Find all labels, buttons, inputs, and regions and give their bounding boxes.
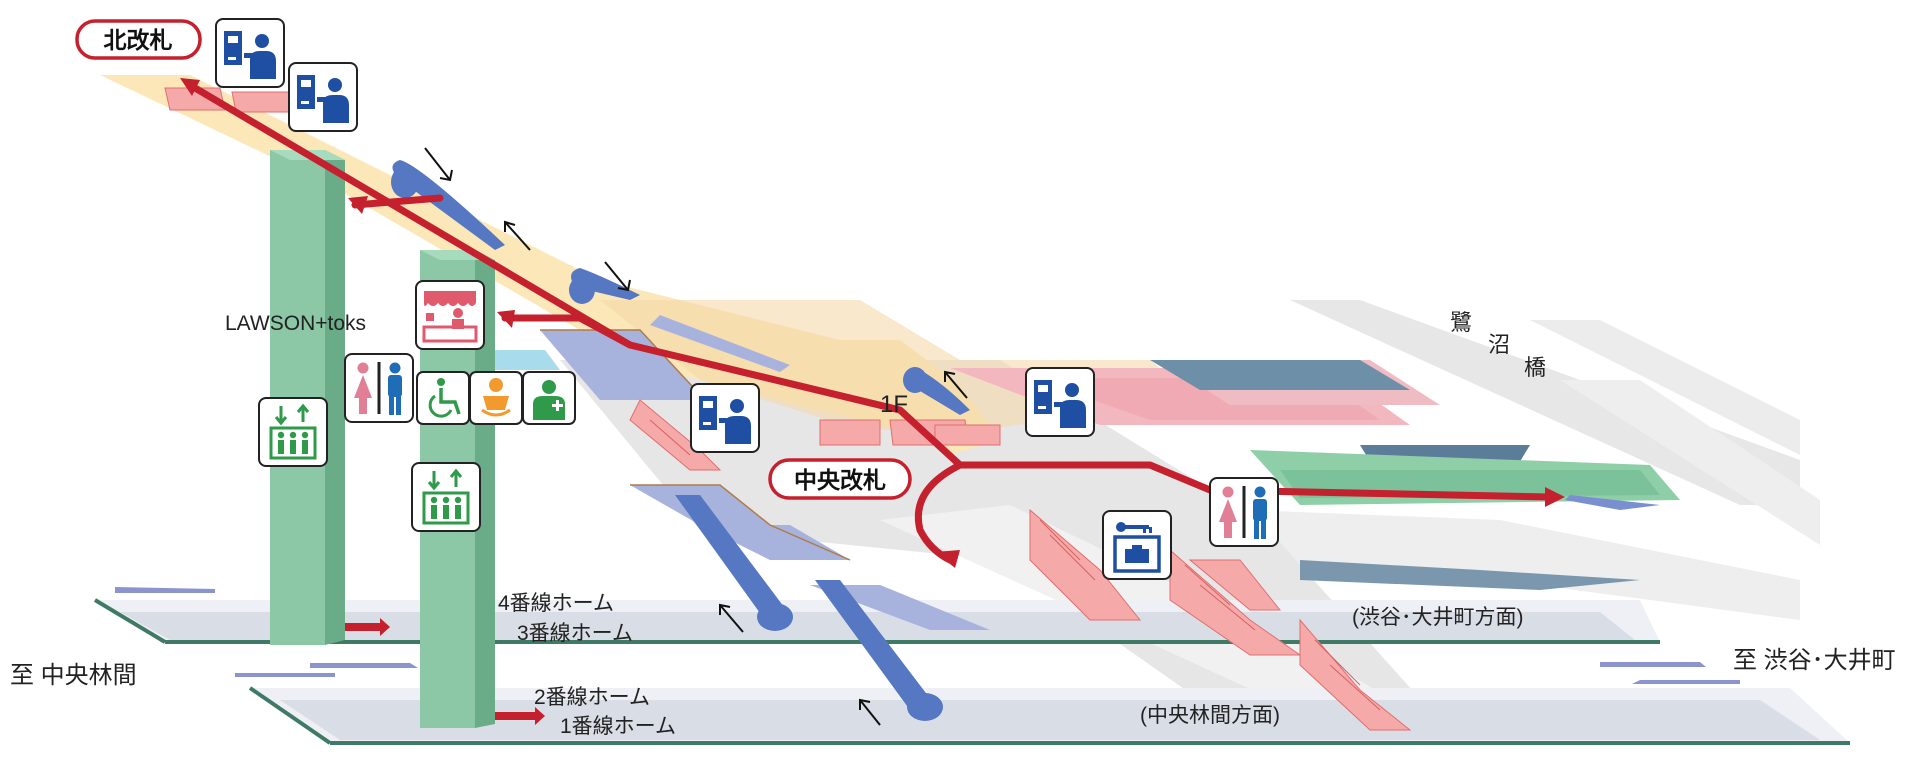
central-gate-label: 中央改札: [768, 458, 912, 500]
route-lines: [186, 81, 1554, 564]
direction-lower-label: (中央林間方面): [1140, 704, 1280, 727]
right-direction-arrow: [1565, 495, 1660, 510]
first-aid-icon: [522, 371, 576, 425]
north-gate-label: 北改札: [75, 19, 202, 60]
elevator-icon: [410, 461, 482, 533]
platform-1-label: 1番線ホーム: [560, 715, 676, 738]
svg-text:北改札: 北改札: [104, 28, 173, 54]
wheelchair-icon: [416, 371, 470, 425]
platform-4-label: 4番線ホーム: [498, 592, 614, 615]
baby-care-icon: [469, 371, 523, 425]
shop-icon: [415, 280, 485, 350]
route-arrowheads: [180, 78, 1565, 568]
restroom-icon: [1209, 477, 1279, 547]
bridge-char-2: 沼: [1488, 332, 1510, 357]
coin-locker-icon: [1102, 510, 1172, 580]
platform-3-label: 3番線ホーム: [517, 622, 633, 645]
floor-label: 1F: [880, 391, 908, 418]
platform-2-label: 2番線ホーム: [534, 686, 650, 709]
escalators: [391, 160, 970, 721]
destination-left-label: 至 中央林間: [10, 662, 137, 689]
stair-steps: [649, 419, 1381, 711]
escalator-direction-arrows: [424, 147, 968, 726]
elevator-icon: [257, 396, 329, 468]
ticket-machine-icon: [690, 383, 760, 453]
bridge-char-1: 鷺: [1450, 310, 1472, 335]
ticket-machine-icon: [1025, 367, 1095, 437]
ticket-machine-icon: [215, 18, 285, 88]
platforms: [93, 578, 1850, 745]
destination-right-label: 至 渋谷･大井町: [1733, 647, 1896, 674]
svg-text:中央改札: 中央改札: [794, 468, 886, 494]
bridge-char-3: 橋: [1524, 355, 1546, 380]
ticket-machine-icon: [288, 62, 358, 132]
shop-label: LAWSON+toks: [225, 312, 366, 335]
direction-upper-label: (渋谷･大井町方面): [1352, 606, 1524, 629]
restroom-icon: [344, 353, 414, 423]
